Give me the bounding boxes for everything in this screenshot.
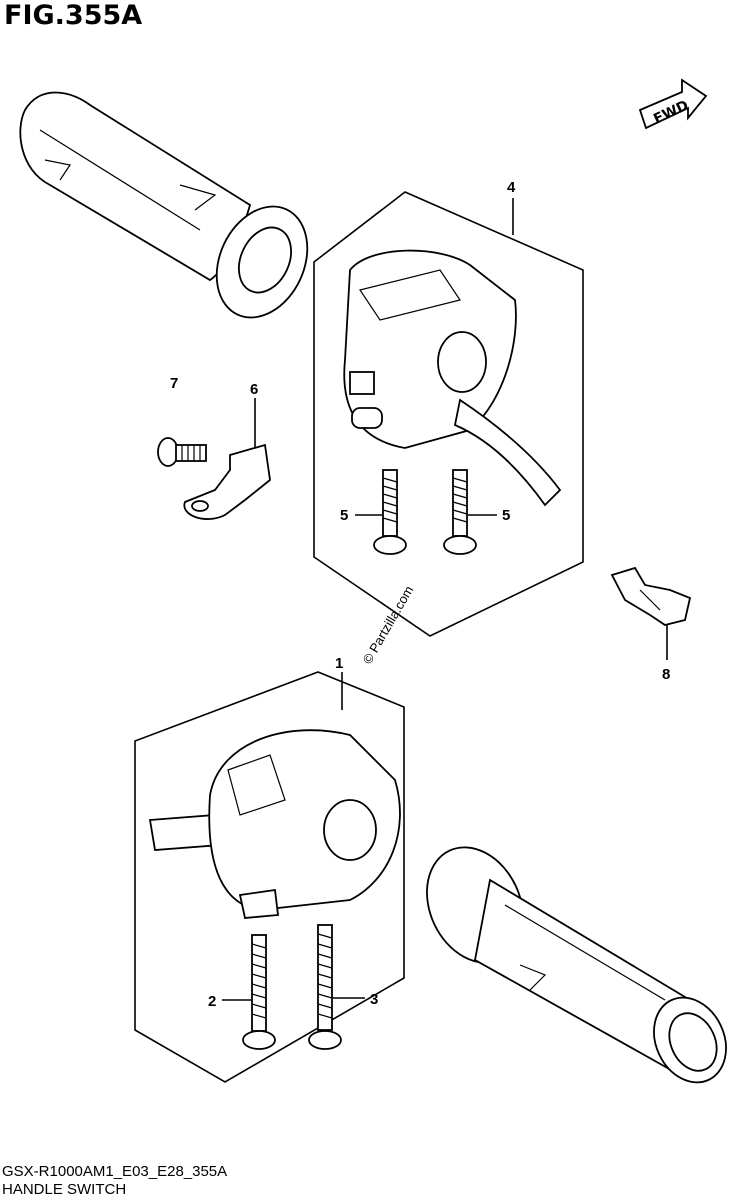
left-handle-grip: [19, 91, 309, 319]
screw-3: [308, 924, 342, 1050]
screw-2: [242, 934, 276, 1050]
section-name: HANDLE SWITCH: [2, 1181, 127, 1198]
right-throttle-grip: [426, 846, 727, 1084]
screw-5-left: [373, 469, 407, 555]
callout-6: 6: [250, 381, 258, 398]
callout-5-right: 5: [502, 507, 510, 524]
callout-1: 1: [335, 655, 343, 672]
assembly-4-boundary: [313, 191, 584, 637]
screw-5-right: [443, 469, 477, 555]
callout-5-left: 5: [340, 507, 348, 524]
right-handle-switch: [343, 249, 562, 507]
callout-8: 8: [662, 666, 670, 683]
parts-diagram: FWD: [19, 78, 727, 1084]
model-code: GSX-R1000AM1_E03_E28_355A: [2, 1163, 228, 1180]
bolt-7: [157, 437, 207, 467]
callout-4: 4: [507, 179, 516, 196]
callout-3: 3: [370, 991, 378, 1008]
bracket-6: [183, 443, 271, 520]
clamp-8: [610, 566, 692, 626]
left-handle-switch: [148, 729, 401, 919]
assembly-1-boundary: [134, 671, 405, 1083]
figure-title: FIG.355A: [4, 0, 143, 31]
callout-2: 2: [208, 993, 216, 1010]
fwd-direction-arrow: FWD: [638, 78, 708, 130]
callout-7: 7: [170, 375, 178, 392]
watermark: © Partzilla.com: [360, 583, 417, 666]
